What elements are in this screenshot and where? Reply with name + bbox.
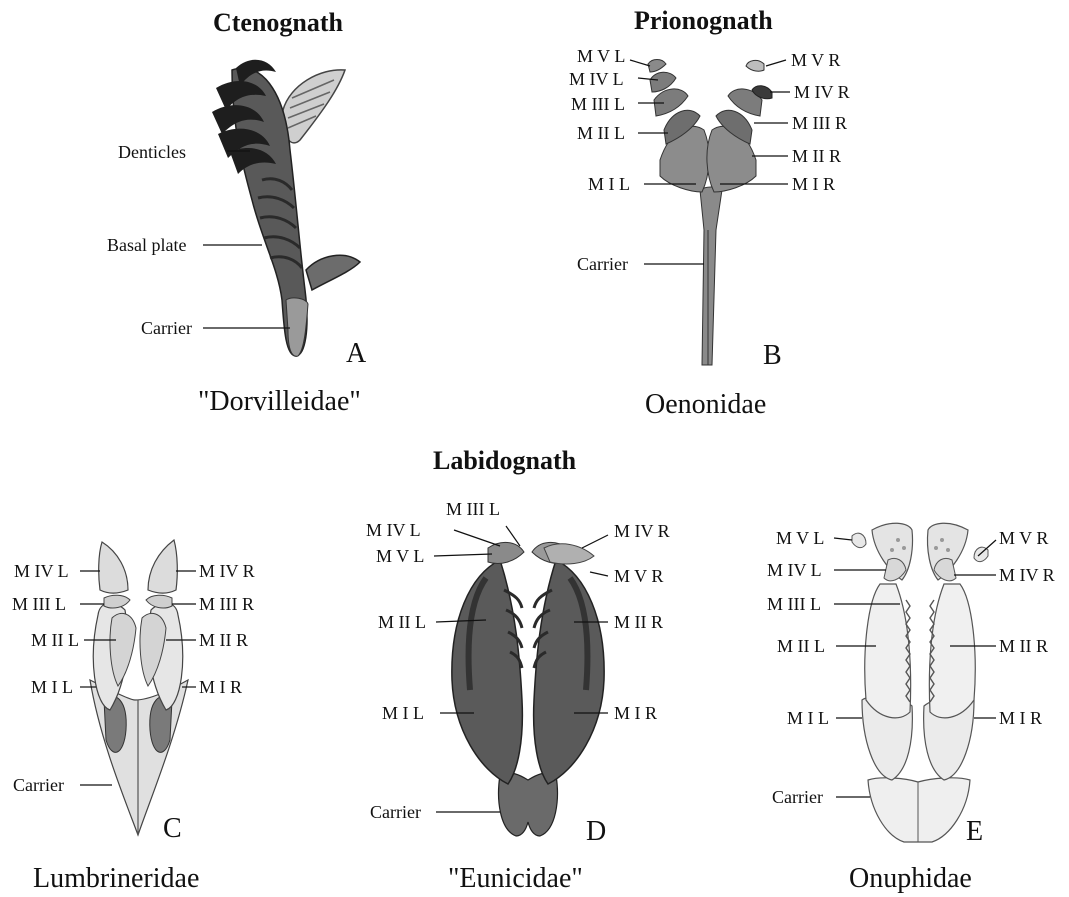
panel-a-label-denticles: Denticles — [118, 143, 186, 161]
panel-d-label-miiil: M III L — [446, 500, 500, 518]
ctenognath-heading: Ctenognath — [213, 8, 343, 38]
panel-e-label-miil: M II L — [777, 637, 825, 655]
ctenognath-jaw-drawing — [203, 60, 360, 357]
panel-b-label-miil: M II L — [577, 124, 625, 142]
panel-b-label-mil: M I L — [588, 175, 630, 193]
panel-e-label-mil: M I L — [787, 709, 829, 727]
prionognath-jaw-drawing — [630, 60, 790, 366]
panel-c-label-miil: M II L — [31, 631, 79, 649]
panel-d-label-mivr: M IV R — [614, 522, 670, 540]
panel-e-label-miiil: M III L — [767, 595, 821, 613]
panel-e-label-mivr: M IV R — [999, 566, 1055, 584]
eunicidae-jaw-drawing — [434, 526, 608, 836]
panel-c-letter: C — [163, 813, 182, 845]
panel-a-family-name: "Dorvilleidae" — [198, 386, 361, 418]
panel-e-family-name: Onuphidae — [849, 863, 972, 895]
panel-c-label-mir: M I R — [199, 678, 242, 696]
panel-b-family-name: Oenonidae — [645, 389, 766, 421]
panel-d-letter: D — [586, 816, 606, 848]
panel-d-label-carrier: Carrier — [370, 803, 421, 821]
panel-b-label-miir: M II R — [792, 147, 841, 165]
panel-b-label-miiir: M III R — [792, 114, 847, 132]
panel-e-label-mivl: M IV L — [767, 561, 822, 579]
panel-e-label-miir: M II R — [999, 637, 1048, 655]
panel-d-family-name: "Eunicidae" — [448, 863, 583, 895]
panel-d-label-mvl: M V L — [376, 547, 424, 565]
panel-a-label-carrier: Carrier — [141, 319, 192, 337]
panel-e-label-mir: M I R — [999, 709, 1042, 727]
lumbrineridae-jaw-drawing — [80, 540, 196, 835]
panel-e-letter: E — [966, 816, 983, 848]
panel-c-label-mivl: M IV L — [14, 562, 69, 580]
panel-c-label-carrier: Carrier — [13, 776, 64, 794]
panel-b-label-mir: M I R — [792, 175, 835, 193]
panel-b-label-miiil: M III L — [571, 95, 625, 113]
panel-a-letter: A — [346, 338, 366, 370]
panel-b-label-mvl: M V L — [577, 47, 625, 65]
panel-b-label-carrier: Carrier — [577, 255, 628, 273]
panel-b-letter: B — [763, 340, 782, 372]
panel-d-label-miil: M II L — [378, 613, 426, 631]
panel-d-label-miir: M II R — [614, 613, 663, 631]
panel-d-label-mil: M I L — [382, 704, 424, 722]
panel-e-label-carrier: Carrier — [772, 788, 823, 806]
panel-d-label-mir: M I R — [614, 704, 657, 722]
panel-d-label-mivl: M IV L — [366, 521, 421, 539]
panel-b-label-mvr: M V R — [791, 51, 840, 69]
panel-b-label-mivr: M IV R — [794, 83, 850, 101]
panel-c-label-miir: M II R — [199, 631, 248, 649]
panel-c-label-mivr: M IV R — [199, 562, 255, 580]
panel-e-label-mvr: M V R — [999, 529, 1048, 547]
panel-b-label-mivl: M IV L — [569, 70, 624, 88]
labidognath-heading: Labidognath — [433, 446, 576, 476]
panel-c-label-mil: M I L — [31, 678, 73, 696]
panel-d-label-mvr: M V R — [614, 567, 663, 585]
prionognath-heading: Prionognath — [634, 6, 773, 36]
onuphidae-jaw-drawing — [834, 523, 996, 842]
panel-c-label-miiil: M III L — [12, 595, 66, 613]
panel-a-label-basal-plate: Basal plate — [107, 236, 186, 254]
panel-c-label-miiir: M III R — [199, 595, 254, 613]
panel-c-family-name: Lumbrineridae — [33, 863, 199, 895]
panel-e-label-mvl: M V L — [776, 529, 824, 547]
